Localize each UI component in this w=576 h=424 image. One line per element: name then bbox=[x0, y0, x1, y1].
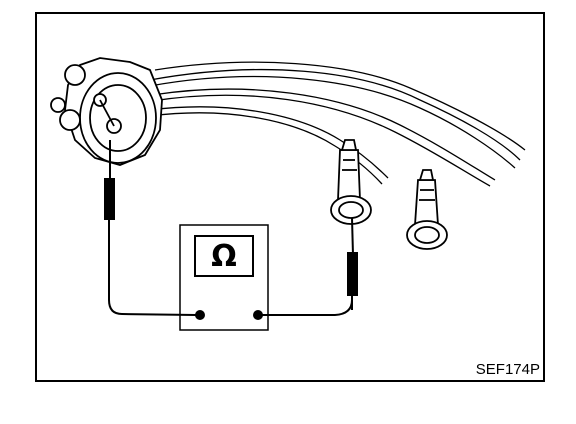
ohm-symbol: Ω bbox=[211, 239, 237, 274]
figure-code: SEF174P bbox=[475, 361, 540, 378]
figure-frame bbox=[35, 12, 545, 382]
meter-terminal-left bbox=[195, 310, 205, 320]
spark-plug-boot-2 bbox=[406, 169, 448, 250]
spark-plug-boot-1 bbox=[330, 139, 372, 225]
ohmmeter: Ω bbox=[179, 224, 269, 331]
left-probe bbox=[104, 140, 115, 258]
distributor-cap bbox=[50, 57, 163, 166]
ignition-wires bbox=[149, 61, 526, 187]
meter-terminal-right bbox=[253, 310, 263, 320]
right-probe bbox=[347, 217, 358, 310]
test-leads bbox=[108, 258, 353, 316]
